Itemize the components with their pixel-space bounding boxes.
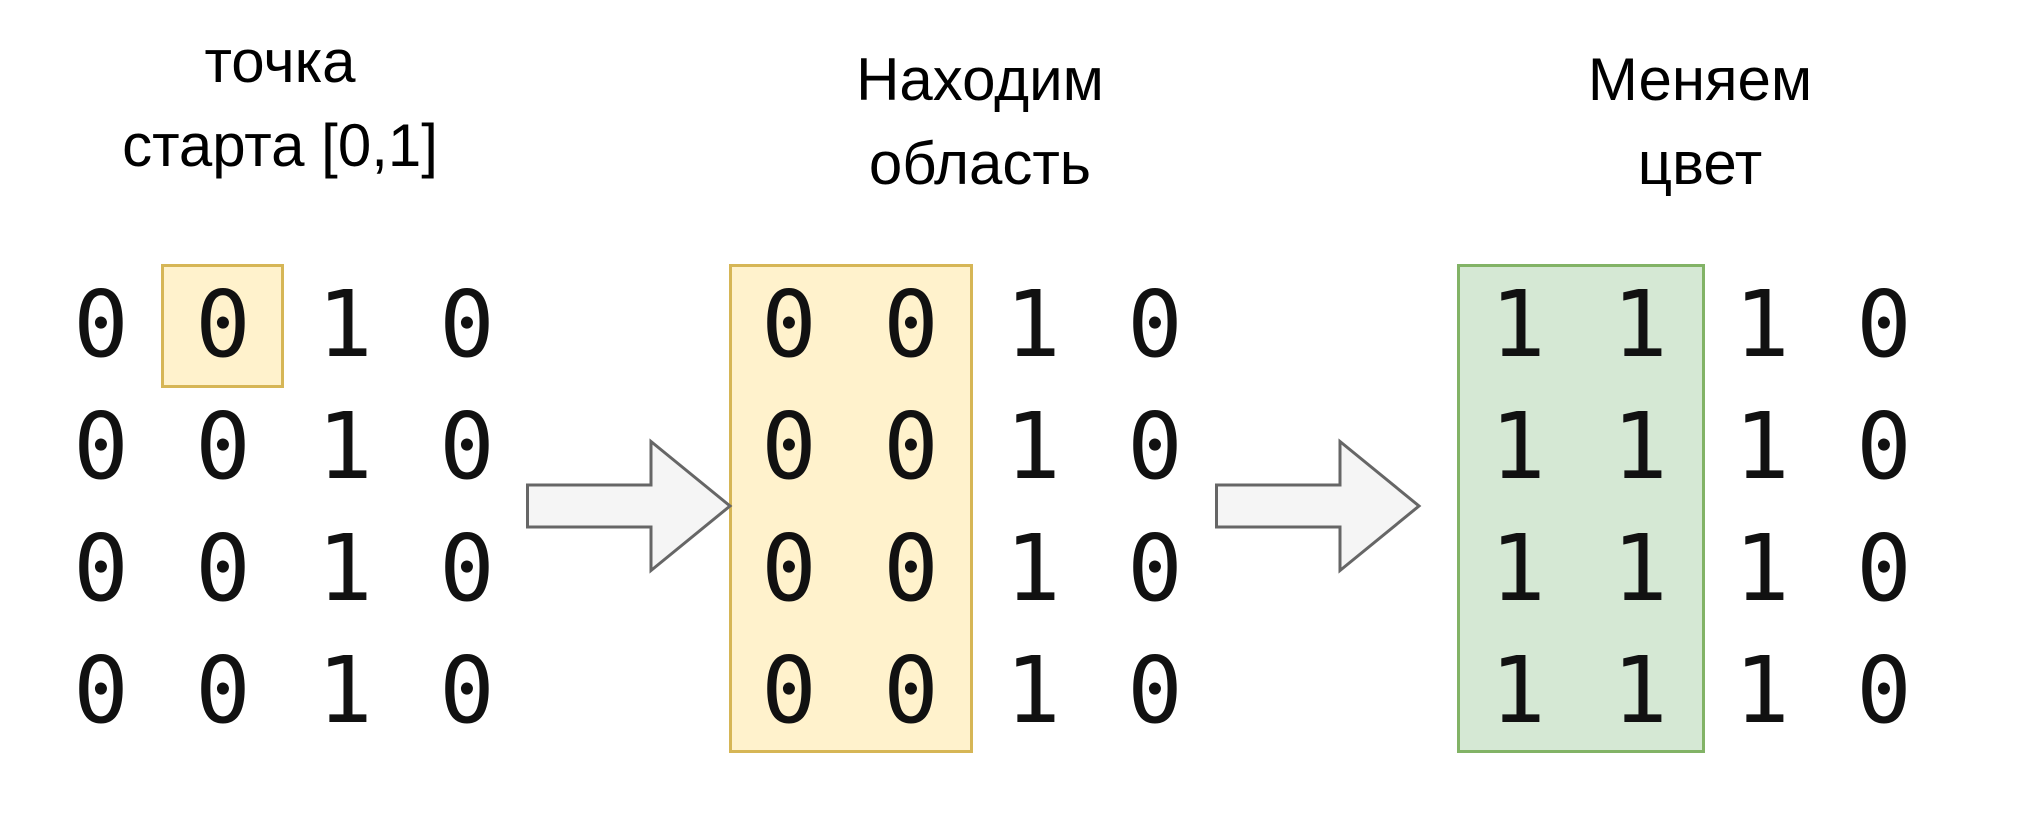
grid-cell: 1 <box>1005 393 1061 500</box>
grid-cell: 0 <box>195 271 251 378</box>
grid-cell: 0 <box>883 271 939 378</box>
grid-cell: 0 <box>1856 393 1912 500</box>
grid-cell: 0 <box>761 271 817 378</box>
grid-cell: 0 <box>1127 515 1183 622</box>
grid-cell: 1 <box>1005 515 1061 622</box>
grid-cell: 0 <box>73 637 129 744</box>
panel-2-title: Находим область <box>760 38 1200 206</box>
grid-cell: 0 <box>1856 271 1912 378</box>
grid-cell: 0 <box>761 637 817 744</box>
grid-cell: 0 <box>439 393 495 500</box>
grid-cell: 0 <box>1127 637 1183 744</box>
grid-cell: 0 <box>439 271 495 378</box>
panel-3-title: Меняем цвет <box>1480 38 1920 206</box>
grid-cell: 0 <box>883 393 939 500</box>
found-region-highlight <box>729 264 973 753</box>
grid-cell: 1 <box>1734 271 1790 378</box>
panel-1-title-line-2: старта [0,1] <box>122 112 438 179</box>
grid-cell: 1 <box>1734 515 1790 622</box>
grid-cell: 1 <box>317 393 373 500</box>
right-arrow-shape <box>1215 438 1422 574</box>
grid-cell: 0 <box>73 271 129 378</box>
grid-cell: 1 <box>1490 393 1546 500</box>
grid-cell: 0 <box>883 515 939 622</box>
grid-cell: 0 <box>195 393 251 500</box>
grid-cell: 0 <box>1127 393 1183 500</box>
grid-cell: 1 <box>1490 515 1546 622</box>
grid-cell: 0 <box>761 393 817 500</box>
grid-cell: 1 <box>1734 393 1790 500</box>
grid-cell: 0 <box>195 637 251 744</box>
grid-cell: 1 <box>1490 271 1546 378</box>
right-arrow-icon <box>526 438 733 574</box>
grid-cell: 1 <box>317 515 373 622</box>
grid-cell: 1 <box>1734 637 1790 744</box>
grid-cell: 1 <box>1490 637 1546 744</box>
panel-3-title-line-2: цвет <box>1637 130 1763 197</box>
grid-cell: 1 <box>1612 515 1668 622</box>
grid-cell: 1 <box>1005 637 1061 744</box>
grid-cell: 0 <box>1127 271 1183 378</box>
grid-cell: 1 <box>1612 637 1668 744</box>
panel-2-title-line-1: Находим <box>856 46 1104 113</box>
panel-3-title-line-1: Меняем <box>1587 46 1813 113</box>
recolored-region-highlight <box>1457 264 1705 753</box>
right-arrow-shape <box>526 438 733 574</box>
panel-1-title: точка старта [0,1] <box>60 20 500 188</box>
grid-cell: 0 <box>439 515 495 622</box>
grid-cell: 0 <box>73 515 129 622</box>
grid-cell: 0 <box>195 515 251 622</box>
panel-1-title-line-1: точка <box>204 28 356 95</box>
grid-cell: 1 <box>1005 271 1061 378</box>
grid-cell: 0 <box>761 515 817 622</box>
grid-cell: 0 <box>439 637 495 744</box>
grid-cell: 1 <box>1612 393 1668 500</box>
grid-cell: 0 <box>1856 515 1912 622</box>
grid-cell: 1 <box>1612 271 1668 378</box>
grid-cell: 1 <box>317 271 373 378</box>
grid-cell: 0 <box>883 637 939 744</box>
panel-2-title-line-2: область <box>868 130 1092 197</box>
grid-cell: 0 <box>73 393 129 500</box>
right-arrow-icon <box>1215 438 1422 574</box>
start-cell-highlight <box>161 264 284 388</box>
grid-cell: 1 <box>317 637 373 744</box>
grid-cell: 0 <box>1856 637 1912 744</box>
